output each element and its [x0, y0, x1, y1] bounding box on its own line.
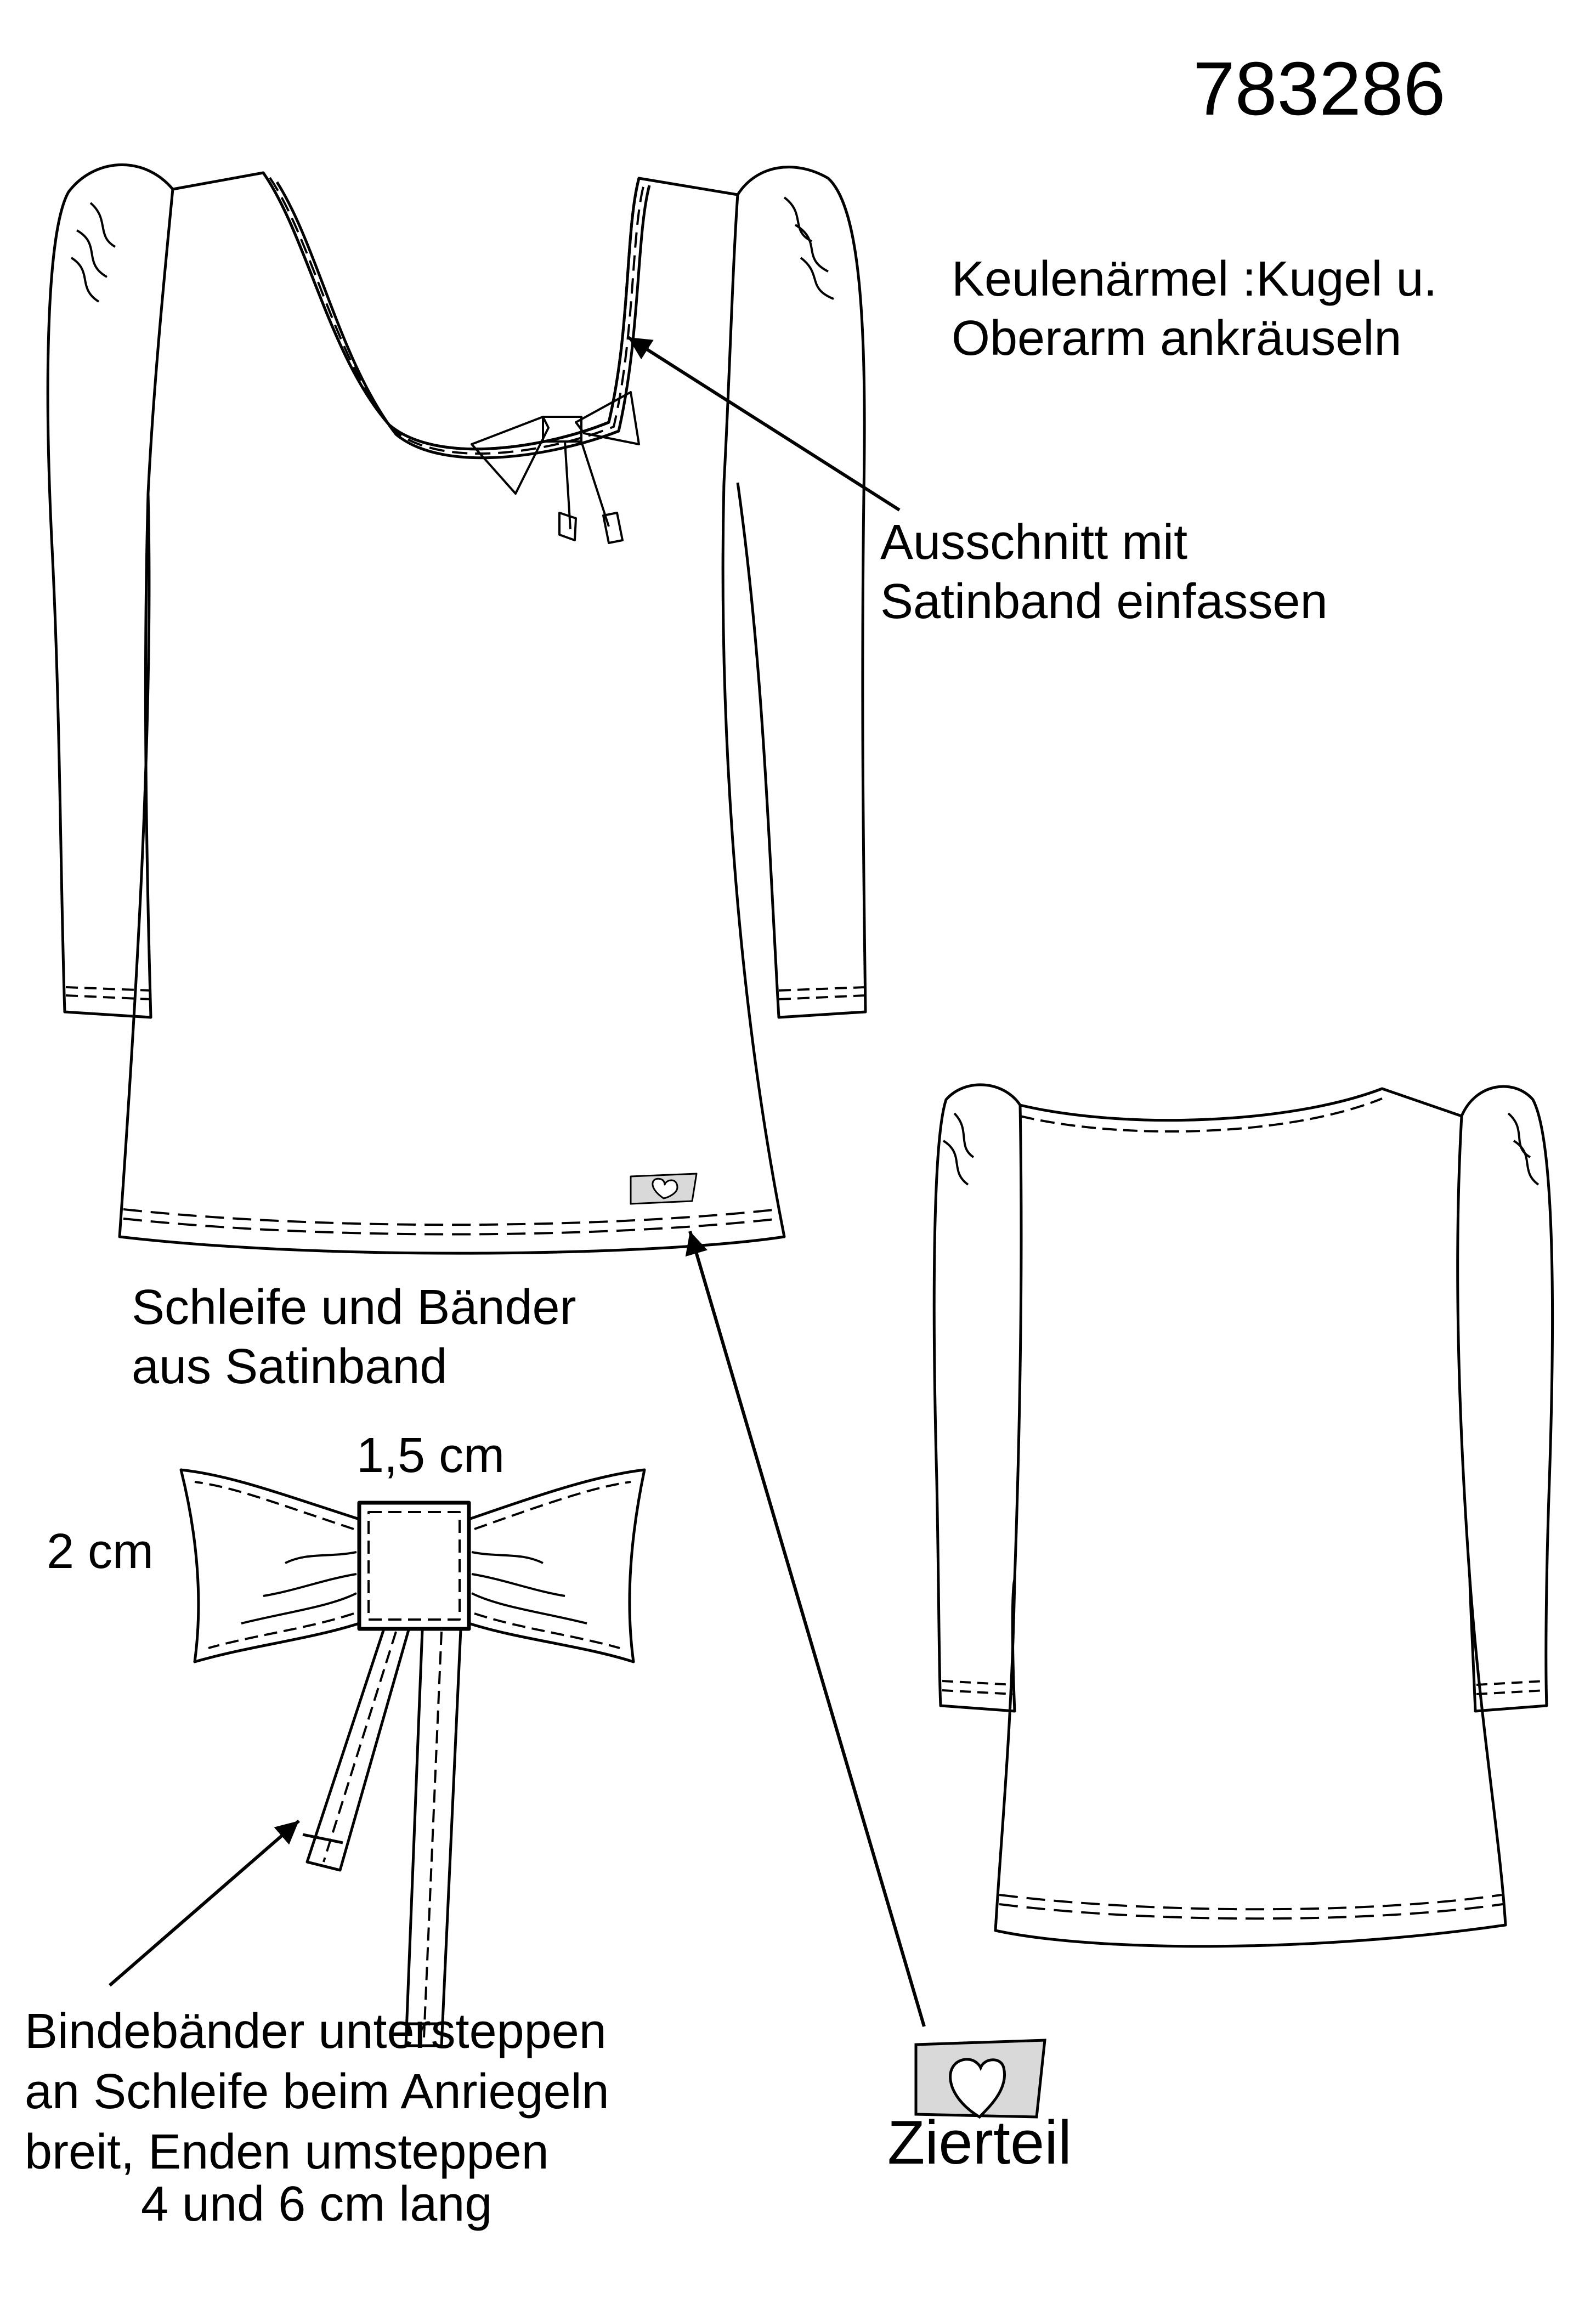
knot-width-label: 1,5 cm [356, 1428, 505, 1483]
ornament-arrow [685, 1231, 926, 2027]
ornament-zierteil [914, 2039, 1046, 2119]
ornament-label: Zierteil [887, 2108, 1072, 2177]
back-body-outline [994, 1087, 1507, 1948]
front-left-cuff-stitch [65, 986, 151, 1000]
sleeve-note: Keulenärmel :Kugel u. Oberarm ankräuseln [952, 250, 1437, 368]
front-right-cuff-stitch [778, 986, 866, 1000]
bow-short-tie-stitch [322, 1631, 397, 1863]
neckline-note: Ausschnitt mit Satinband einfassen [880, 513, 1328, 631]
sleeve-note-line-2: Oberarm ankräuseln [952, 311, 1402, 366]
bow-knot [357, 1501, 471, 1631]
bow-gathers [241, 1551, 587, 1624]
ties-note: Bindebänder untersteppen an Schleife bei… [25, 2002, 609, 2182]
neckline-note-line-2: Satinband einfassen [880, 574, 1328, 629]
front-neckline-outer [262, 172, 641, 451]
front-view-shirt [46, 163, 867, 1255]
front-body-outline [118, 171, 786, 1255]
back-cuff-stitch [942, 1680, 1546, 1695]
neckline-bow [471, 391, 640, 544]
tie-length-note: 4 und 6 cm lang [141, 2177, 493, 2232]
bow-height-label: 2 cm [47, 1524, 154, 1579]
bow-knot-stitch [367, 1511, 461, 1621]
style-number: 783286 [1193, 47, 1446, 131]
front-neckline-inner [275, 181, 651, 460]
bow-long-tie [404, 1629, 462, 2047]
neckline-arrow [627, 336, 901, 512]
back-sleeve-gathers [942, 1112, 1540, 1186]
back-neckline-stitch [1020, 1097, 1383, 1133]
bow-left-wing-stitch [194, 1481, 354, 1649]
bow-left-wing [179, 1468, 361, 1663]
ties-arrow [109, 1819, 300, 1987]
front-hem-ornament [630, 1173, 698, 1205]
ties-note-line-2: an Schleife beim Anriegeln [25, 2064, 609, 2119]
back-hem-stitch [999, 1894, 1503, 1920]
bow-long-tie-stitch [423, 1631, 443, 2038]
back-view-shirt [932, 1083, 1554, 1948]
bow-material-note-line-2: aus Satinband [132, 1339, 448, 1394]
bow-right-wing [467, 1468, 646, 1663]
leader-arrows [109, 336, 926, 2027]
bow-material-note-line-1: Schleife und Bänder [132, 1280, 576, 1335]
bow-material-note: Schleife und Bänder aus Satinband [132, 1278, 576, 1396]
front-hem-stitch [123, 1208, 780, 1236]
ties-note-line-1: Bindebänder untersteppen [25, 2004, 607, 2059]
front-right-sleeve [736, 166, 867, 1019]
front-sleeve-gathers [70, 196, 834, 303]
bow-short-tie-end [302, 1833, 343, 1872]
back-left-sleeve [932, 1083, 1022, 1713]
bow-detail [179, 1468, 646, 2047]
front-left-sleeve [46, 163, 174, 1019]
neckline-note-line-1: Ausschnitt mit [880, 515, 1188, 570]
front-neckline-stitch [269, 177, 646, 455]
bow-right-wing-stitch [474, 1481, 631, 1649]
sleeve-note-line-1: Keulenärmel :Kugel u. [952, 252, 1437, 307]
back-right-sleeve [1460, 1085, 1554, 1713]
ties-note-line-3: breit, Enden umsteppen [25, 2124, 549, 2180]
